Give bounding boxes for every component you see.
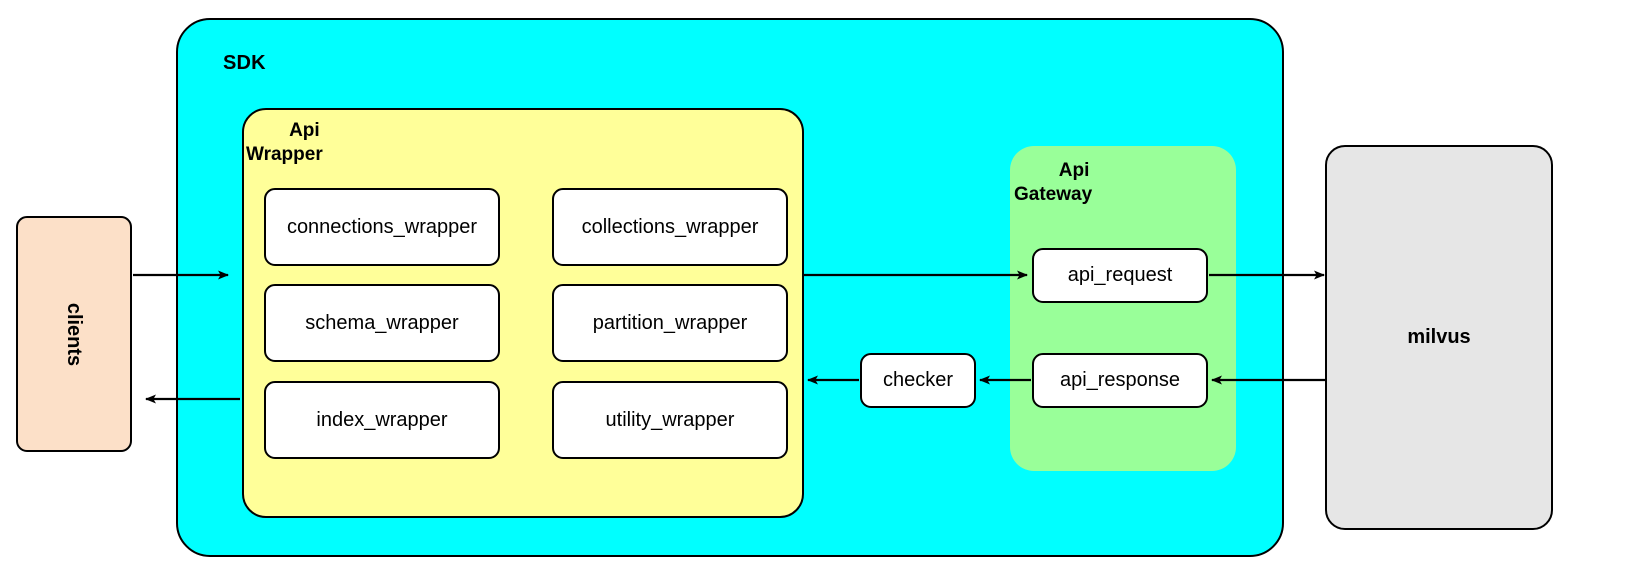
node-label: index_wrapper (316, 408, 448, 431)
node-label: collections_wrapper (581, 215, 759, 238)
node-label: partition_wrapper (592, 311, 748, 334)
node-partition-wrapper: partition_wrapper (552, 284, 788, 362)
node-checker: checker (860, 353, 976, 408)
node-utility-wrapper: utility_wrapper (552, 381, 788, 459)
clients-label: clients (63, 302, 86, 366)
node-index-wrapper: index_wrapper (264, 381, 500, 459)
sdk-label: SDK (223, 52, 266, 74)
api-gateway-label-line2: Gateway (1014, 184, 1093, 206)
node-label: api_request (1067, 264, 1173, 286)
api-wrapper-label-line2: Wrapper (246, 144, 323, 166)
node-label: schema_wrapper (305, 311, 459, 334)
node-label: checker (882, 369, 954, 391)
node-api-response: api_response (1032, 353, 1208, 408)
api-gateway-label-line1: Api (1058, 160, 1090, 181)
node-api-request: api_request (1032, 248, 1208, 303)
clients-node: clients (16, 216, 132, 452)
node-connections-wrapper: connections_wrapper (264, 188, 500, 266)
api-wrapper-label-line1: Api (289, 120, 320, 141)
milvus-label: milvus (1407, 326, 1471, 348)
node-label: api_response (1059, 369, 1181, 391)
node-label: utility_wrapper (605, 408, 735, 431)
node-schema-wrapper: schema_wrapper (264, 284, 500, 362)
node-label: connections_wrapper (286, 215, 478, 238)
node-collections-wrapper: collections_wrapper (552, 188, 788, 266)
milvus-node: milvus (1325, 145, 1553, 530)
